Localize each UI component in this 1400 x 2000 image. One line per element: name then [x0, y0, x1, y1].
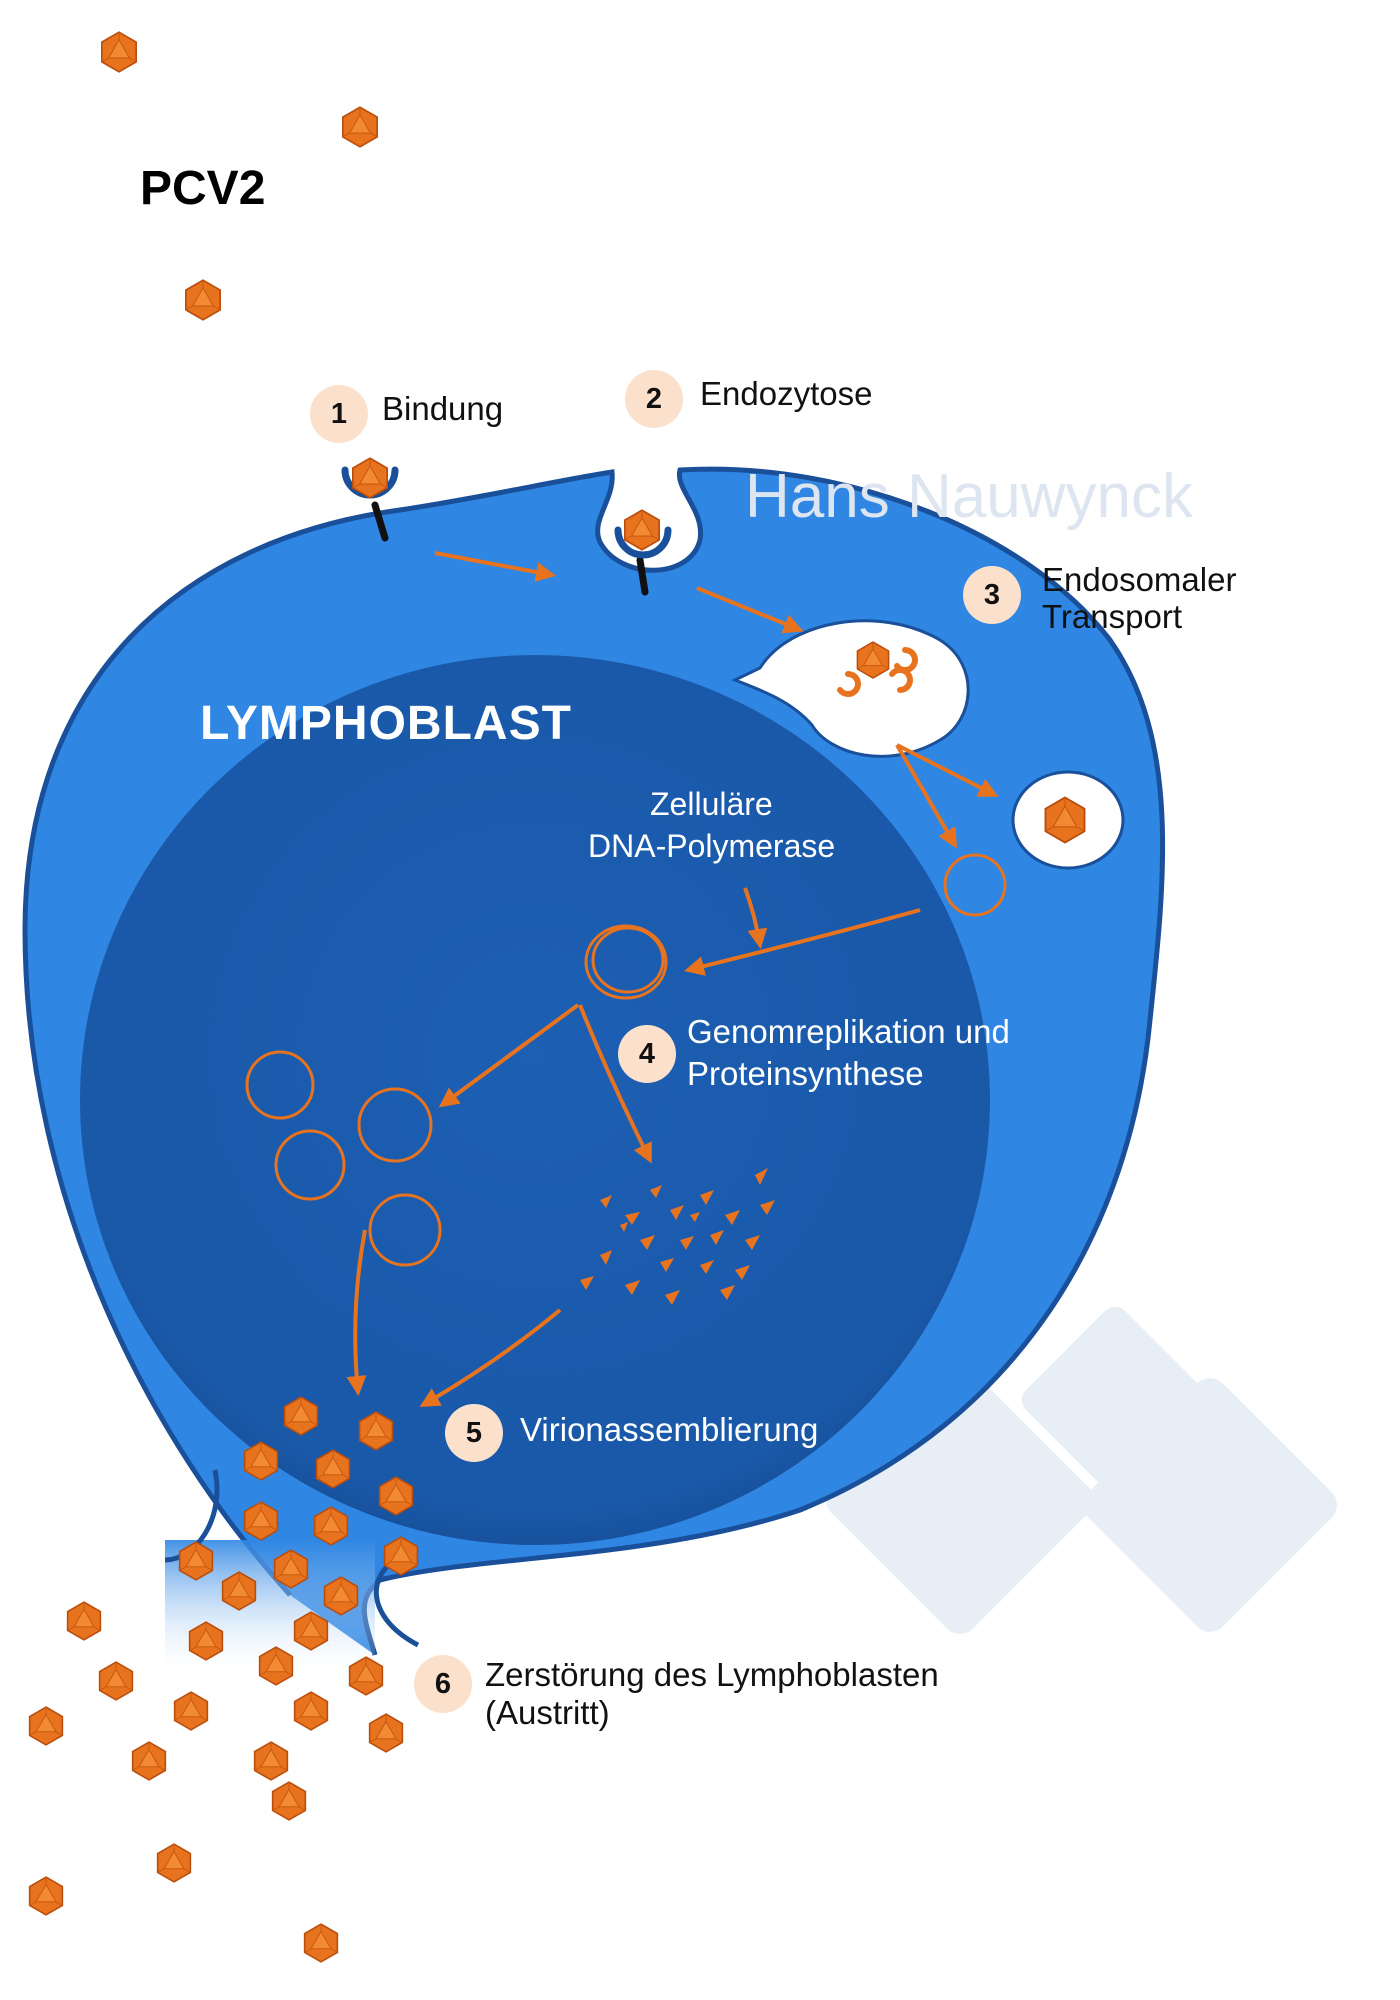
step-badge-1: 1	[310, 385, 368, 443]
viral-proteins	[580, 1168, 775, 1305]
uncoating-fragments	[837, 647, 918, 697]
viral-genomes	[245, 853, 1007, 1267]
step-label-3-line-2: Transport	[1042, 598, 1182, 635]
step-label-6-line-2: (Austritt)	[485, 1694, 610, 1731]
step-badge-6: 6	[414, 1655, 472, 1713]
membrane-lip-right	[373, 1557, 420, 1648]
step-badge-2: 2	[625, 370, 683, 428]
step-badge-5: 5	[445, 1404, 503, 1462]
step-label-3-line-1: Endosomaler	[1042, 561, 1237, 598]
step-badge-3: 3	[963, 566, 1021, 624]
step-label-1: Bindung	[382, 390, 504, 427]
nucleus	[80, 655, 990, 1545]
cell-title: LYMPHOBLAST	[200, 697, 572, 750]
step-label-4-line-1: Genomreplikation und	[687, 1013, 1010, 1050]
step-label-5: Virionassemblierung	[520, 1411, 819, 1448]
step-label-2: Endozytose	[700, 375, 873, 412]
membrane-lip-left	[164, 1469, 220, 1563]
enzyme-label-line-2: DNA-Polymerase	[588, 828, 836, 864]
watermark-text: Hans Nauwynck	[745, 462, 1193, 531]
step-badge-4: 4	[618, 1025, 676, 1083]
enzyme-label-line-1: Zelluläre	[650, 786, 773, 822]
step-label-6-line-1: Zerstörung des Lymphoblasten	[485, 1656, 939, 1693]
page-title: PCV2	[140, 162, 266, 215]
process-arrows	[346, 551, 999, 1408]
step-label-4-line-2: Proteinsynthese	[687, 1055, 924, 1092]
